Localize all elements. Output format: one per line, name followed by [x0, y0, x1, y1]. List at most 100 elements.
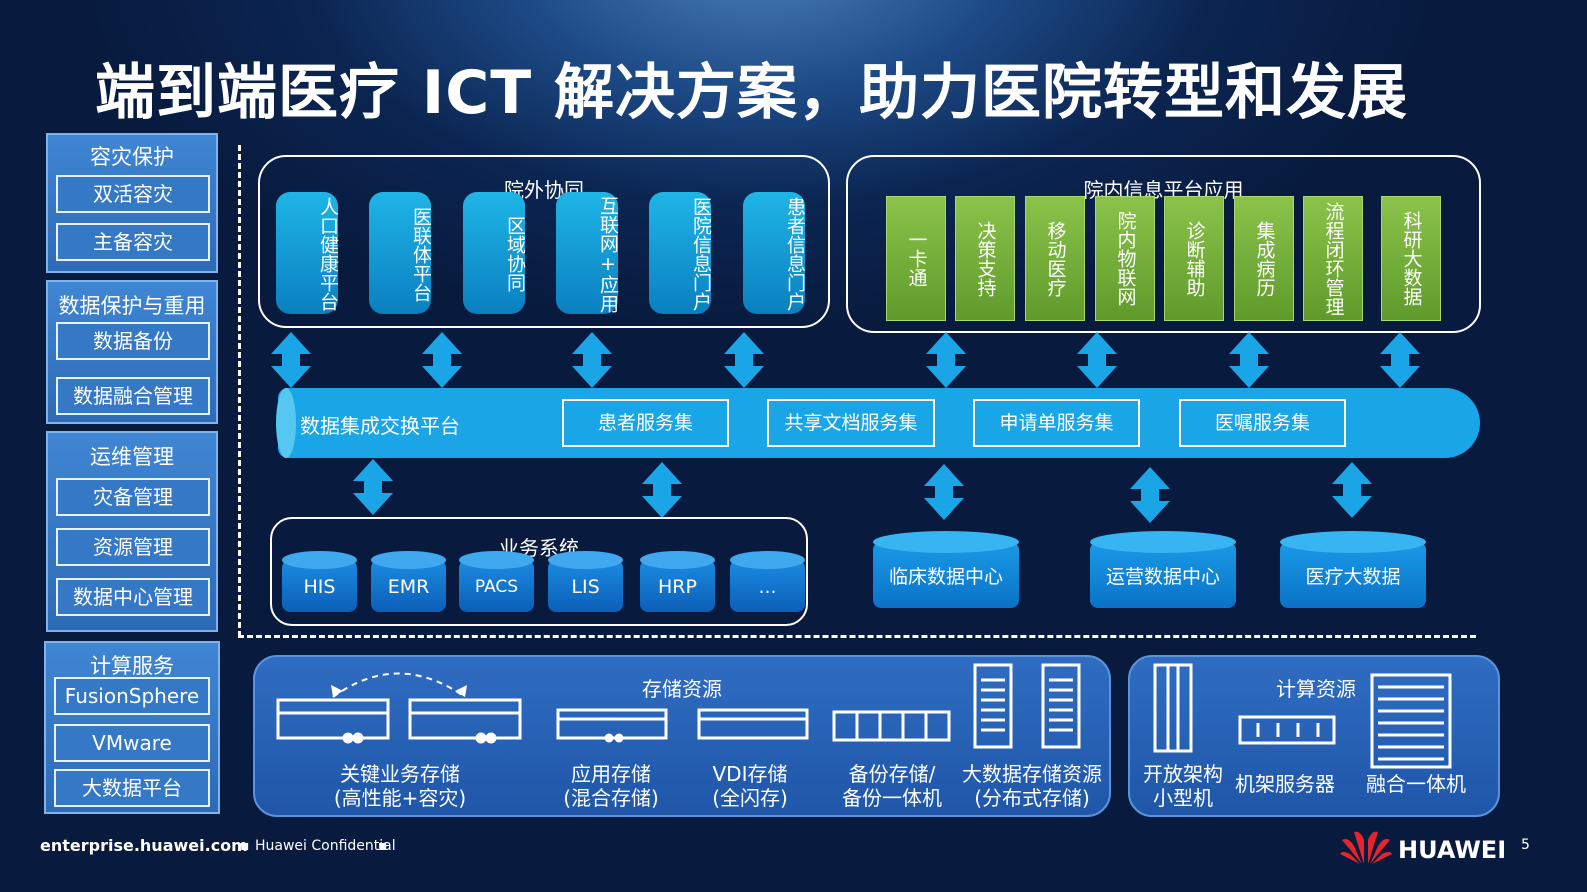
- storage-line1: 大数据存储资源: [962, 762, 1102, 786]
- system-hrp[interactable]: HRP: [640, 551, 715, 612]
- group-ops-management: 运维管理 灾备管理 资源管理 数据中心管理: [46, 431, 218, 632]
- tile-closed-loop[interactable]: 流程闭环管理: [1303, 196, 1363, 321]
- system-lis[interactable]: LIS: [548, 551, 623, 612]
- tile-mobile-medical[interactable]: 移动医疗: [1025, 196, 1085, 321]
- compute-rack-server[interactable]: 机架服务器: [1230, 772, 1340, 796]
- page-title: 端到端医疗 ICT 解决方案，助力医院转型和发展: [95, 58, 1409, 128]
- group-disaster-recovery: 容灾保护 双活容灾 主备容灾: [46, 133, 218, 273]
- rack-server-icon: [1238, 715, 1336, 745]
- storage-line2: (高性能+容灾): [333, 786, 467, 810]
- compute-line1: 开放架构: [1143, 762, 1223, 786]
- system-label: HRP: [658, 576, 697, 598]
- bus-cylinder-end: [276, 388, 296, 458]
- system-label: ...: [758, 576, 777, 598]
- panel-title: 存储资源: [642, 677, 722, 701]
- bus-label: 数据集成交换平台: [300, 414, 460, 438]
- footer-bullet: ▪: [240, 838, 250, 854]
- tile-decision-support[interactable]: 决策支持: [955, 196, 1015, 321]
- huawei-logo-icon: [1340, 831, 1392, 864]
- storage-array-icon: [276, 698, 390, 744]
- arrow-icon: [1229, 332, 1269, 388]
- item-data-fusion[interactable]: 数据融合管理: [56, 377, 210, 415]
- tile-medical-alliance[interactable]: 医联体平台: [369, 192, 432, 314]
- item-dc-management[interactable]: 数据中心管理: [56, 578, 210, 616]
- footer-bullet: ▪: [378, 838, 388, 854]
- arrow-icon: [271, 332, 311, 388]
- converged-appliance-icon: [1370, 673, 1452, 769]
- system-his[interactable]: HIS: [282, 551, 357, 612]
- system-pacs[interactable]: PACS: [459, 551, 534, 612]
- service-patient[interactable]: 患者服务集: [562, 399, 729, 447]
- storage-backup[interactable]: 备份存储/ 备份一体机: [828, 762, 956, 810]
- datacenter-label: 临床数据中心: [888, 566, 1003, 588]
- operations-data-center[interactable]: 运营数据中心: [1090, 531, 1236, 608]
- tile-patient-portal[interactable]: 患者信息门户: [743, 192, 806, 314]
- panel-title: 计算资源: [1276, 677, 1356, 701]
- compute-device-icons: [1153, 663, 1452, 769]
- footer-confidential: Huawei Confidential: [255, 838, 396, 854]
- compute-line1: 融合一体机: [1366, 772, 1466, 796]
- group-title: 运维管理: [90, 445, 174, 469]
- item-active-standby[interactable]: 主备容灾: [56, 223, 210, 261]
- storage-device-icons: [276, 663, 1081, 749]
- system-label: PACS: [474, 577, 519, 597]
- datacenter-label: 运营数据中心: [1105, 566, 1220, 588]
- storage-line1: 应用存储: [571, 762, 651, 786]
- service-requisition[interactable]: 申请单服务集: [973, 399, 1140, 447]
- arrow-icon: [572, 332, 612, 388]
- storage-critical[interactable]: 关键业务存储 (高性能+容灾): [318, 762, 482, 810]
- arrow-icon: [1380, 332, 1420, 388]
- tile-population-health[interactable]: 人口健康平台: [276, 192, 339, 314]
- system-emr[interactable]: EMR: [371, 551, 446, 612]
- item-active-active[interactable]: 双活容灾: [56, 175, 210, 213]
- group-title: 计算服务: [90, 654, 174, 678]
- tile-internet-plus[interactable]: 互联网+应用: [556, 192, 619, 314]
- storage-application[interactable]: 应用存储 (混合存储): [544, 762, 678, 810]
- medical-big-data[interactable]: 医疗大数据: [1280, 531, 1426, 608]
- dashed-divider-vertical: [238, 145, 241, 637]
- storage-line1: VDI存储: [712, 762, 788, 786]
- tile-one-card[interactable]: 一卡通: [886, 196, 946, 321]
- tile-hospital-portal[interactable]: 医院信息门户: [649, 192, 712, 314]
- minicomputer-icon: [1153, 663, 1193, 753]
- item-resource-management[interactable]: 资源管理: [56, 528, 210, 566]
- storage-array-icon: [408, 698, 522, 744]
- footer-site[interactable]: enterprise.huawei.com: [40, 836, 248, 855]
- storage-resources-panel: 存储资源: [253, 655, 1111, 817]
- arrow-icon: [1130, 467, 1170, 523]
- arrow-icon: [353, 459, 393, 515]
- storage-line2: (全闪存): [712, 786, 788, 810]
- system-label: LIS: [571, 576, 600, 598]
- item-bigdata-platform[interactable]: 大数据平台: [54, 769, 210, 807]
- system-label: HIS: [303, 576, 336, 598]
- page-number: 5: [1521, 837, 1530, 853]
- system-more[interactable]: ...: [730, 551, 805, 612]
- service-shared-docs[interactable]: 共享文档服务集: [767, 399, 935, 447]
- item-dr-management[interactable]: 灾备管理: [56, 478, 210, 516]
- storage-vdi[interactable]: VDI存储 (全闪存): [686, 762, 814, 810]
- group-compute-services: 计算服务 FusionSphere VMware 大数据平台: [44, 641, 220, 814]
- arrow-icon: [1077, 332, 1117, 388]
- item-data-backup[interactable]: 数据备份: [56, 322, 210, 360]
- arrow-icon: [926, 332, 966, 388]
- tile-hospital-iot[interactable]: 院内物联网: [1095, 196, 1155, 321]
- compute-line2: 小型机: [1153, 786, 1213, 810]
- group-data-protection: 数据保护与重用 数据备份 数据融合管理: [46, 280, 218, 424]
- compute-line1: 机架服务器: [1235, 772, 1335, 796]
- compute-converged[interactable]: 融合一体机: [1360, 772, 1472, 796]
- tile-integrated-records[interactable]: 集成病历: [1234, 196, 1294, 321]
- backup-appliance-icon: [832, 710, 951, 742]
- tile-research-bigdata[interactable]: 科研大数据: [1381, 196, 1441, 321]
- item-vmware[interactable]: VMware: [54, 724, 210, 762]
- arrow-icon: [1332, 462, 1372, 518]
- item-fusionsphere[interactable]: FusionSphere: [54, 677, 210, 715]
- tile-diagnosis-aid[interactable]: 诊断辅助: [1164, 196, 1224, 321]
- storage-bigdata[interactable]: 大数据存储资源 (分布式存储): [958, 762, 1106, 810]
- storage-line1: 备份存储/: [848, 762, 936, 786]
- clinical-data-center[interactable]: 临床数据中心: [873, 531, 1019, 608]
- tile-regional-collab[interactable]: 区域协同: [463, 192, 526, 314]
- service-orders[interactable]: 医嘱服务集: [1179, 399, 1346, 447]
- arrow-icon: [422, 332, 462, 388]
- compute-minicomputer[interactable]: 开放架构 小型机: [1138, 762, 1228, 810]
- storage-line2: (混合存储): [563, 786, 659, 810]
